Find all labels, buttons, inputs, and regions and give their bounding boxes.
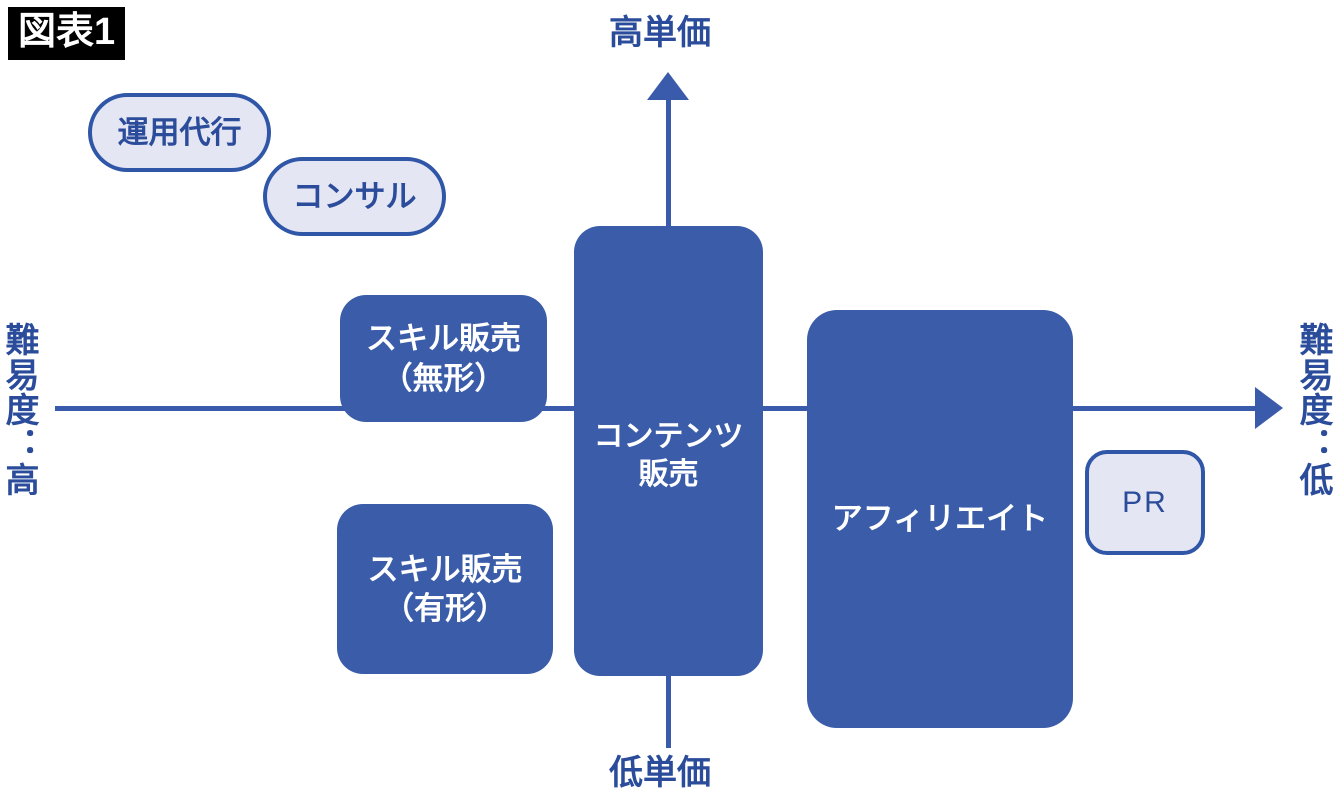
node-pr[interactable]: PR (1085, 450, 1205, 555)
axis-label-difficulty-high: 難易度：高 (0, 322, 38, 497)
node-contents-sales[interactable]: コンテンツ 販売 (574, 226, 763, 676)
node-consul[interactable]: コンサル (263, 157, 446, 236)
node-skill-sales-intangible[interactable]: スキル販売 （無形） (340, 295, 547, 422)
figure-number-badge: 図表1 (8, 7, 126, 60)
node-unyou-daiko[interactable]: 運用代行 (88, 93, 271, 172)
axis-label-low-price: 低単価 (609, 754, 711, 792)
axis-label-high-price: 高単価 (609, 14, 711, 52)
arrow-up-icon (647, 72, 689, 100)
node-skill-sales-tangible[interactable]: スキル販売 （有形） (337, 504, 553, 674)
arrow-right-icon (1255, 387, 1283, 429)
node-affiliate[interactable]: アフィリエイト (807, 310, 1073, 728)
axis-label-difficulty-low: 難易度：低 (1294, 322, 1332, 497)
